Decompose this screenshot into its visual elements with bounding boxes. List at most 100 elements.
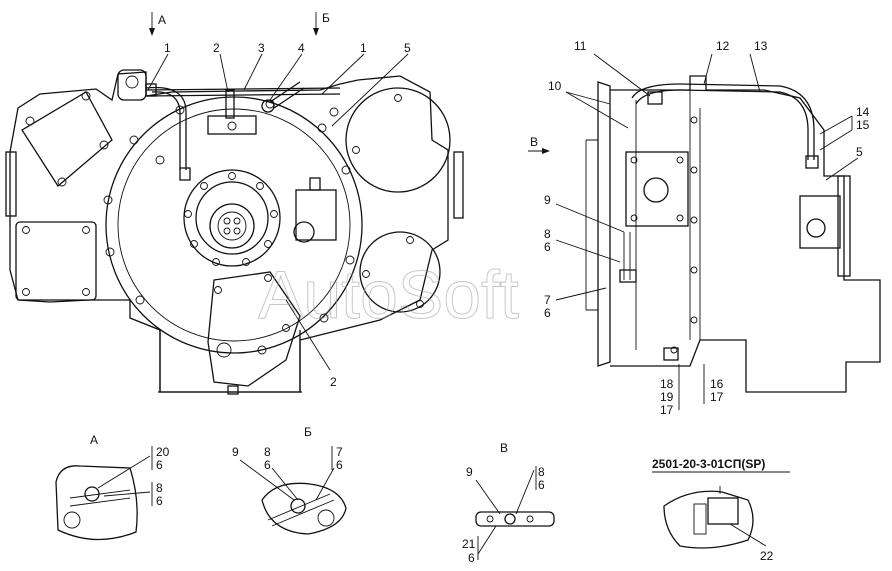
disc-step [585, 139, 598, 311]
callout-2: 2 [213, 41, 220, 55]
callout-8: 8 [544, 227, 551, 241]
bolt [676, 156, 684, 164]
variant-detail [663, 486, 767, 549]
main-leader-lines [147, 53, 409, 371]
detail-v-bolt [526, 515, 534, 523]
callout-10: 10 [548, 79, 562, 93]
bolt [394, 94, 402, 102]
side-hose [623, 232, 631, 280]
hub-hole [233, 217, 241, 225]
callout-5-side: 5 [856, 145, 863, 159]
hub-hole [233, 227, 241, 235]
bolt [676, 214, 684, 222]
callout-5: 5 [404, 41, 411, 55]
variant-outline [663, 490, 754, 549]
bolt [22, 288, 30, 296]
detail-b-callout-8: 8 [264, 445, 271, 459]
detail-a-callout-6: 6 [156, 458, 163, 472]
lug-hole [125, 75, 139, 89]
hub-ring [195, 181, 269, 255]
callout-11: 11 [574, 39, 587, 53]
callout-4: 4 [298, 41, 305, 55]
pump-fitting [309, 177, 321, 191]
bolt [99, 140, 109, 150]
bolt [416, 300, 424, 308]
detail-b-outline [261, 482, 347, 535]
callout-17: 17 [660, 403, 674, 417]
bolt [22, 226, 30, 234]
bolt [630, 156, 638, 164]
detail-a-title: А [90, 433, 98, 447]
flange-port [806, 218, 826, 238]
callout-18: 18 [660, 377, 674, 391]
view-a-label: А [158, 13, 166, 27]
left-tab [5, 151, 17, 217]
flywheel-disc [597, 81, 611, 367]
right-tab [453, 151, 464, 219]
detail-a-fitting [84, 486, 100, 502]
lower-left-cover [15, 221, 97, 301]
side-housing [610, 75, 881, 393]
side-leader-lines [555, 53, 859, 410]
hub-hole [223, 217, 231, 225]
variant-caption: 2501-20-3-01СП(SP) [652, 457, 765, 471]
bolt [406, 236, 414, 244]
front-view [5, 69, 464, 395]
callout-6b: 6 [544, 306, 551, 320]
bolt [264, 274, 272, 282]
side-flange [799, 195, 841, 249]
detail-v-callout-6b: 6 [468, 551, 475, 565]
callout-15: 15 [856, 118, 870, 132]
drain-plug [227, 385, 239, 395]
lifting-lug [117, 69, 147, 101]
variant-flange [693, 503, 707, 535]
callout-13: 13 [754, 39, 768, 53]
callout-1b: 1 [360, 41, 367, 55]
callout-14: 14 [856, 105, 870, 119]
detail-b-title: Б [304, 425, 312, 439]
left-housing-outline [9, 71, 449, 393]
detail-a-callout-20: 20 [156, 445, 170, 459]
detail-v-title: В [500, 441, 508, 455]
plate-port [643, 177, 669, 203]
cover-port [216, 342, 232, 358]
hub-bolts [184, 172, 278, 266]
view-b-label: Б [322, 11, 330, 25]
detail-a-outline [55, 465, 138, 541]
pump-port [293, 221, 315, 243]
lower-pump-cover [207, 271, 301, 387]
fitting [261, 99, 275, 113]
fitting-pipe [269, 81, 305, 109]
bracket-post [225, 89, 235, 119]
side-bolts [670, 116, 698, 354]
callout-12: 12 [716, 39, 730, 53]
callout-6: 6 [544, 240, 551, 254]
lower-round-cover [359, 231, 441, 313]
bolt [82, 288, 90, 296]
bolt [257, 345, 267, 355]
callout-19: 19 [660, 390, 674, 404]
top-pipe [145, 87, 341, 97]
variant-callout-22: 22 [760, 549, 774, 563]
view-v-label: В [530, 135, 538, 149]
callout-9: 9 [544, 193, 551, 207]
callout-3: 3 [258, 41, 265, 55]
view-arrows [149, 12, 550, 154]
detail-a-port [63, 511, 81, 529]
detail-b-callout-7: 7 [336, 445, 343, 459]
callout-7: 7 [544, 293, 551, 307]
callout-2b: 2 [330, 375, 337, 389]
detail-a-callout-8: 8 [156, 481, 163, 495]
upper-round-cover [345, 87, 451, 193]
bolt [81, 91, 91, 101]
detail-b-fitting [290, 498, 306, 514]
detail-v-callout-21: 21 [462, 537, 476, 551]
flange-plate [837, 175, 851, 277]
detail-a [55, 446, 153, 541]
housing-seams [635, 90, 701, 350]
detail-b-callout-6b: 6 [336, 458, 343, 472]
bolt [214, 286, 222, 294]
detail-v-callout-9: 9 [466, 465, 473, 479]
oil-pipe [145, 86, 187, 170]
